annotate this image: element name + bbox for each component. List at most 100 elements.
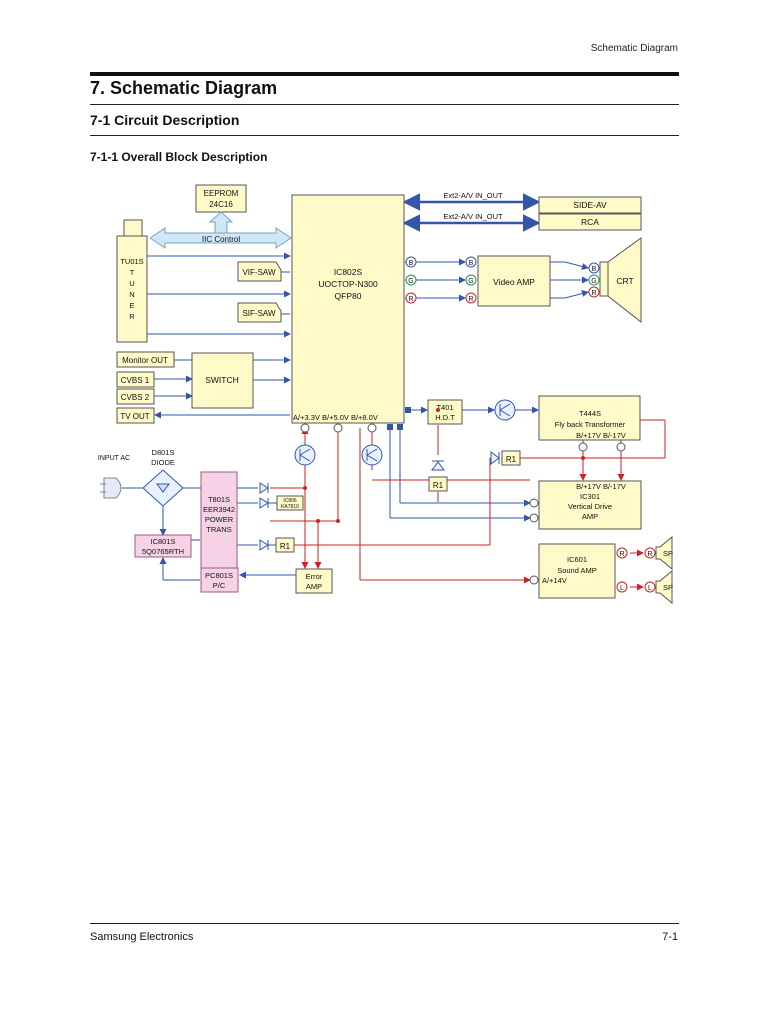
t801-part: EER3942 [203, 505, 235, 514]
crt-label: CRT [616, 276, 633, 286]
supply-pin-a [300, 423, 310, 433]
side-av-block [538, 196, 642, 214]
speaker-left [655, 569, 673, 605]
ic301-amp: AMP [582, 512, 598, 521]
ic301-desc: Vertical Drive [568, 502, 612, 511]
ext-av-label-2: Ext2-A/V IN_OUT [443, 212, 503, 221]
footer-page-number: 7-1 [662, 931, 678, 943]
tuner-letter-n: N [129, 290, 134, 299]
r1-hdt-label: R1 [433, 481, 444, 490]
sif-saw-block [237, 302, 282, 323]
pc801-desc: P/C [213, 581, 226, 590]
tuner-letter-e: E [129, 301, 134, 310]
subsection-title: 7-1-1 Overall Block Description [90, 150, 268, 164]
section-rule-bottom [90, 135, 679, 136]
tuner-connector [123, 219, 143, 237]
vif-saw-label: VIF-SAW [242, 268, 275, 277]
ic806-part: KA7810 [281, 504, 299, 510]
ic802-block [291, 194, 405, 424]
pc801-label: PC801S [205, 571, 233, 580]
t444-desc: Fly back Transformer [555, 420, 626, 429]
hv-diode [431, 461, 445, 471]
svg-text:R: R [408, 296, 413, 303]
ac-plug [103, 477, 122, 499]
ic601-block [538, 543, 616, 599]
switch-label: SWITCH [205, 375, 239, 385]
ic301-label: IC301 [580, 492, 600, 501]
rectifier-diodes [259, 482, 269, 551]
t444-label: T444S [579, 409, 601, 418]
d801-desc: DIODE [151, 458, 175, 467]
t401-block [427, 399, 463, 425]
svg-text:B: B [592, 266, 597, 273]
fbt-pin-plus [578, 442, 588, 452]
running-header: Schematic Diagram [590, 43, 678, 54]
r1-supply [275, 537, 295, 553]
ic801-label: IC801S [150, 537, 175, 546]
fbt-pin-minus [616, 442, 626, 452]
h-out-transistor [494, 399, 516, 421]
h-pin [405, 407, 411, 413]
t801-label: T801S [208, 495, 230, 504]
t444-block [538, 395, 641, 441]
r1-fbt [501, 450, 521, 466]
eeprom-block [195, 184, 247, 213]
cvbs2-label: CVBS 2 [121, 393, 150, 402]
svg-text:G: G [468, 278, 473, 285]
ic601-pin [529, 575, 539, 585]
switch-block [191, 352, 254, 409]
error-amp-block [295, 568, 333, 594]
ic301-pin-1 [529, 498, 539, 508]
monitor-out-label: Monitor OUT [122, 356, 168, 365]
svg-text:B: B [469, 260, 474, 267]
footer-company: Samsung Electronics [90, 931, 194, 943]
svg-text:R: R [468, 296, 473, 303]
svg-text:L: L [648, 585, 652, 592]
crt-tube [607, 237, 642, 324]
svg-text:R: R [591, 290, 596, 297]
t801-power: POWER [205, 515, 234, 524]
eeprom-part: 24C16 [209, 200, 233, 209]
ic802-supply-label: A/+3.3V B/+5.0V B/+8.0V [293, 413, 378, 422]
ic301-volts: B/+17V B/-17V [576, 482, 626, 491]
svg-text:G: G [591, 278, 596, 285]
svg-text:G: G [408, 278, 413, 285]
ic601-label: IC601 [567, 555, 587, 564]
side-av-label: SIDE-AV [573, 200, 607, 210]
fbt-diode [490, 451, 500, 465]
speaker-left-label: SP [663, 583, 673, 592]
tuner-letter-u: U [129, 279, 134, 288]
iic-bus-arrow [149, 227, 292, 249]
t401-label: T401 [436, 403, 453, 412]
footer-rule [90, 923, 679, 924]
ic601-desc: Sound AMP [557, 566, 597, 575]
junction-dots [303, 408, 585, 523]
vif-saw-block [237, 261, 282, 282]
tv-out-block [116, 407, 155, 424]
t401-desc: H.D.T [435, 413, 455, 422]
rca-label: RCA [581, 217, 599, 227]
error-amp-label: Error [306, 572, 323, 581]
sound-markers: R L R L [616, 547, 656, 593]
rgb-markers: B G R B G R B G R [405, 256, 600, 304]
svg-text:R: R [647, 551, 652, 558]
crt-neck [599, 261, 609, 297]
section-rule-top [90, 104, 679, 105]
video-amp-block [477, 255, 551, 307]
iic-control-label: IIC Control [202, 235, 240, 244]
eeprom-label: EEPROM [204, 189, 239, 198]
ext-av-label-1: Ext2-A/V IN_OUT [443, 191, 503, 200]
chapter-title: 7. Schematic Diagram [90, 78, 278, 98]
t801-trans: TRANS [206, 525, 231, 534]
ic802-package: QFP80 [335, 291, 362, 301]
rca-block [538, 213, 642, 231]
ic802-part: UOCTOP-N300 [318, 279, 378, 289]
pc801-block [200, 567, 239, 593]
ic801-part: 5Q0765RTH [142, 547, 184, 556]
error-amp-desc: AMP [306, 582, 322, 591]
d801-label: D801S [152, 448, 175, 457]
r1-hdt [428, 476, 448, 492]
speaker-right [655, 535, 673, 571]
tuner-id: TU01S [120, 257, 143, 266]
